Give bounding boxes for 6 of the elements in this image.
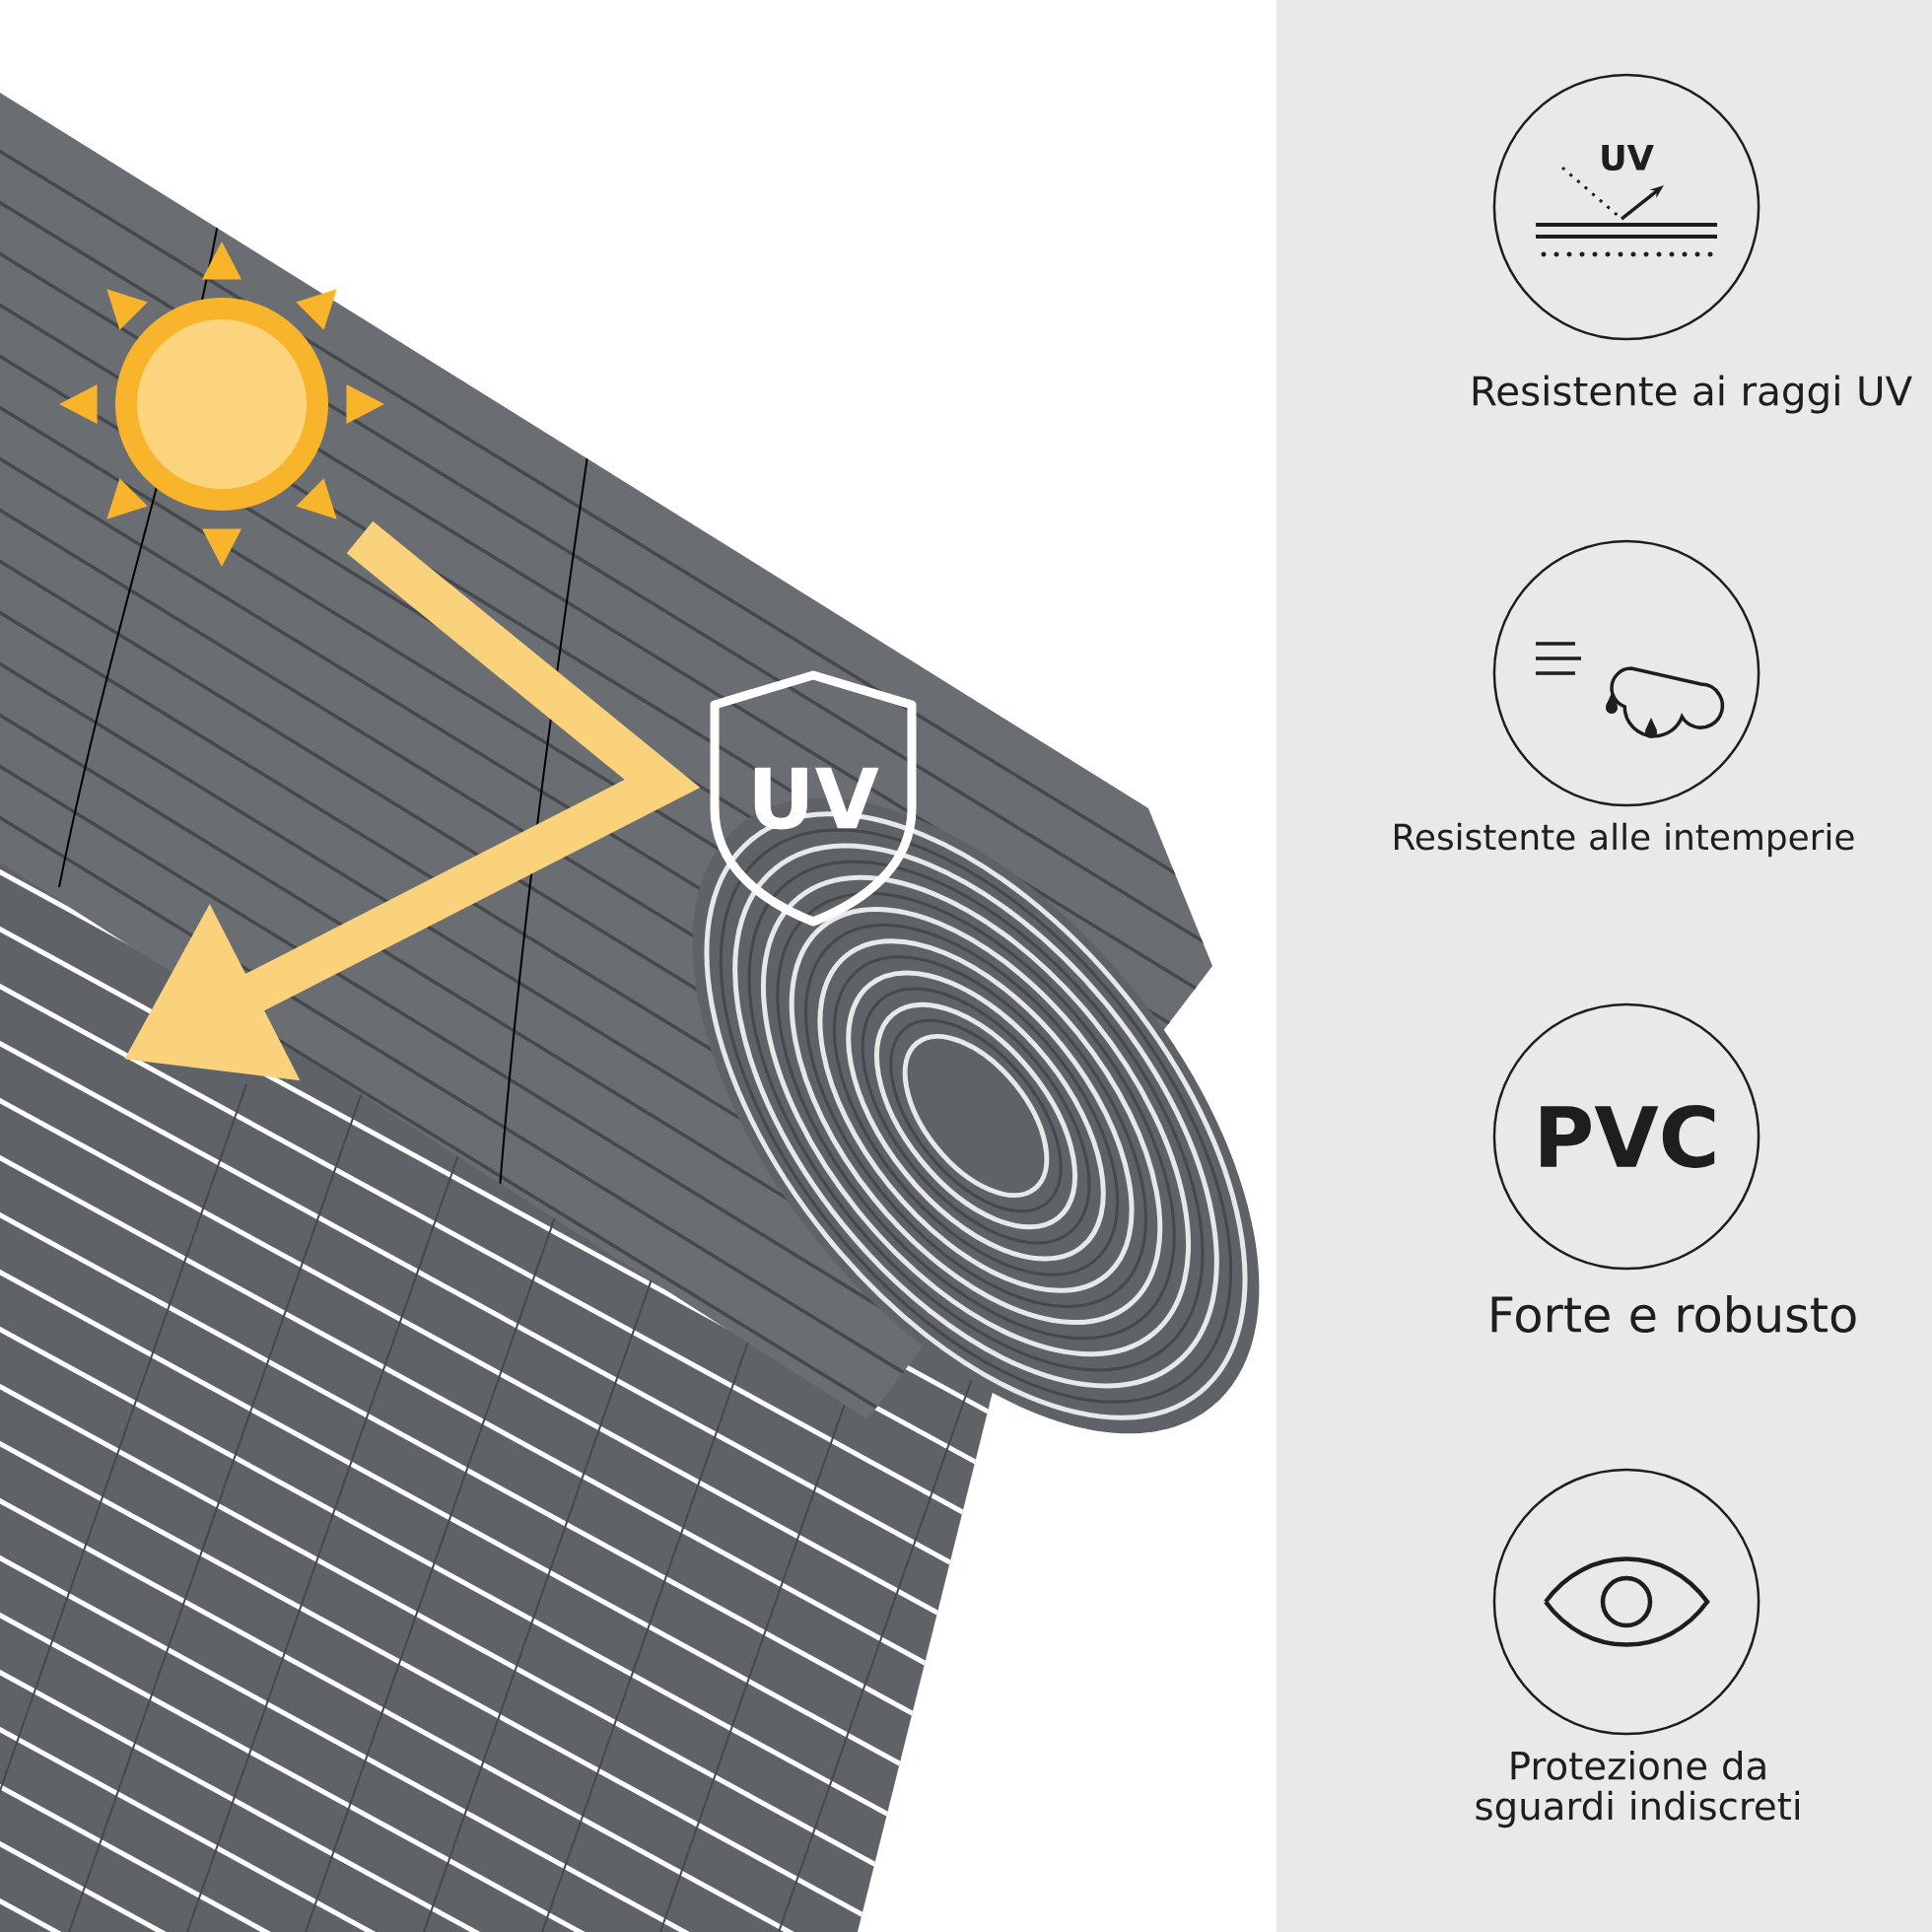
feature-label: Resistente alle intemperie — [1395, 822, 1854, 858]
feature-label: Protezione da sguardi indiscreti — [1476, 1750, 1799, 1828]
feature-label: Resistente ai raggi UV — [1473, 375, 1912, 414]
node-label: PVC — [1541, 1105, 1715, 1168]
icon-label: UV — [1602, 144, 1654, 172]
feature-label: Forte e robusto — [1491, 1295, 1856, 1334]
